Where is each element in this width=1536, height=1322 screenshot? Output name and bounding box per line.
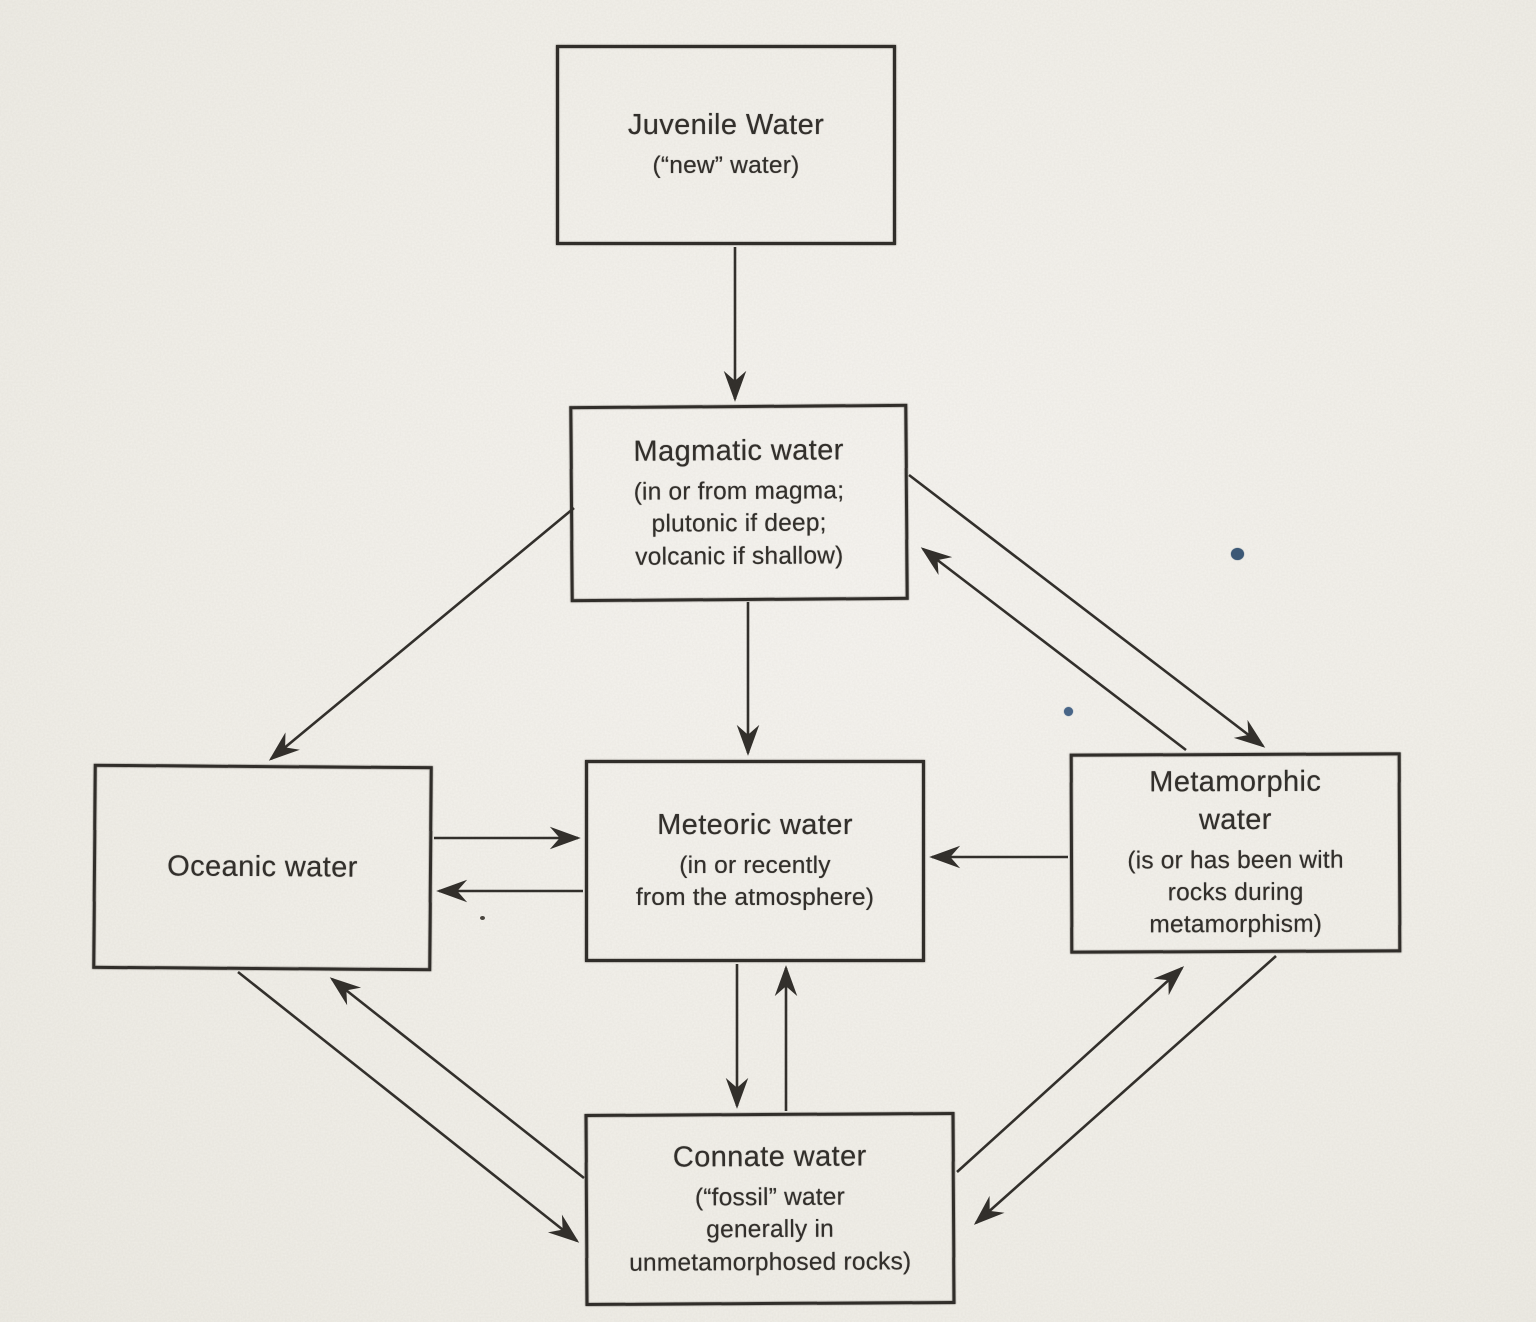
node-title: Juvenile Water: [627, 109, 825, 142]
arrow-metamorphic-to-connate: [973, 955, 1277, 1225]
node-magmatic-water: Magmatic water (in or from magma; pluton…: [569, 403, 909, 603]
node-subtitle: (is or has been with rocks during metamo…: [1127, 846, 1344, 939]
blue-ink-speck: [1231, 548, 1244, 560]
node-juvenile-water: Juvenile Water (“new” water): [556, 45, 896, 245]
node-title: Magmatic water: [633, 434, 844, 468]
node-oceanic-water: Oceanic water: [92, 763, 433, 972]
node-subtitle: (in or recently from the atmosphere): [635, 852, 875, 912]
node-subtitle: (“new” water): [652, 152, 800, 180]
node-connate-water: Connate water (“fossil” water generally …: [584, 1112, 956, 1306]
node-title: Oceanic water: [167, 849, 358, 884]
node-metamorphic-water: Metamorphic water (is or has been with r…: [1069, 752, 1402, 954]
node-meteoric-water: Meteoric water (in or recently from the …: [585, 760, 925, 962]
arrow-magmatic-to-oceanic: [268, 506, 575, 761]
node-title: Connate water: [672, 1140, 867, 1174]
blue-ink-speck: [1064, 707, 1073, 716]
node-title: Meteoric water: [657, 809, 853, 842]
arrow-metamorphic-to-magmatic: [920, 547, 1187, 752]
node-subtitle: (in or from magma; plutonic if deep; vol…: [633, 477, 845, 571]
node-subtitle: (“fossil” water generally in unmetamorph…: [629, 1183, 912, 1277]
dark-ink-speck: [480, 916, 485, 920]
arrow-oceanic-to-connate: [237, 970, 580, 1243]
arrow-magmatic-to-metamorphic: [908, 473, 1266, 748]
node-title: Metamorphic water: [1149, 766, 1322, 837]
